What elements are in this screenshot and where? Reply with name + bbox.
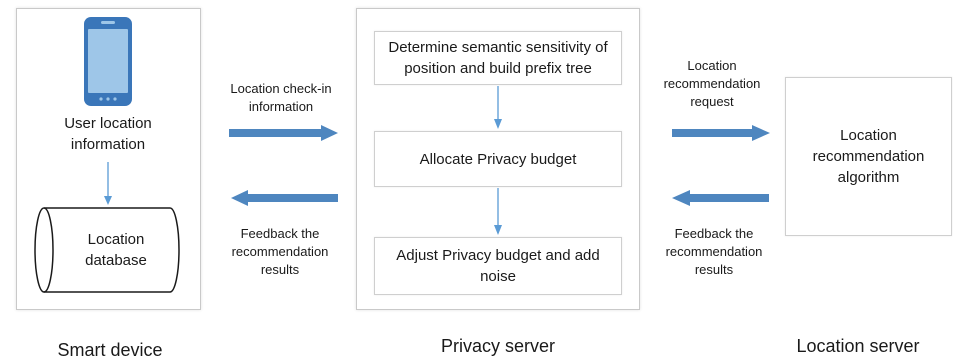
feedback-left-flow-label: Feedback the recommendation results (231, 226, 329, 277)
user-location-info-label: User location information (64, 115, 152, 153)
privacy-server-caption: Privacy server (440, 336, 556, 356)
location-algorithm-box: Location recommendation algorithm (785, 77, 952, 236)
arrow-checkin-right (229, 125, 338, 141)
request-flow-label: Location recommendation request (663, 58, 761, 109)
location-algorithm-label: Location recommendation algorithm (812, 127, 925, 186)
checkin-flow-label: Location check-in information (230, 81, 332, 114)
step-semantic-sensitivity-label: Determine semantic sensitivity of positi… (388, 39, 608, 77)
arrow-feedback-left (231, 190, 338, 206)
smart-device-caption: Smart device (57, 340, 163, 360)
arrow-request-right (672, 125, 770, 141)
arrow-feedback-right-left (672, 190, 769, 206)
database-cylinder-icon (34, 207, 180, 293)
location-server-caption: Location server (796, 336, 920, 356)
connector-user-to-db (104, 162, 112, 205)
smartphone-icon (84, 17, 132, 106)
step-adjust-budget: Adjust Privacy budget and add noise (374, 237, 622, 295)
connector-step2-to-step3 (494, 188, 502, 235)
location-database-label: Location database (85, 231, 147, 269)
step-adjust-budget-label: Adjust Privacy budget and add noise (396, 247, 600, 285)
step-semantic-sensitivity: Determine semantic sensitivity of positi… (374, 31, 622, 85)
step-allocate-budget-label: Allocate Privacy budget (419, 150, 577, 168)
connector-step1-to-step2 (494, 86, 502, 129)
feedback-right-flow-label: Feedback the recommendation results (665, 226, 763, 277)
step-allocate-budget: Allocate Privacy budget (374, 131, 622, 187)
